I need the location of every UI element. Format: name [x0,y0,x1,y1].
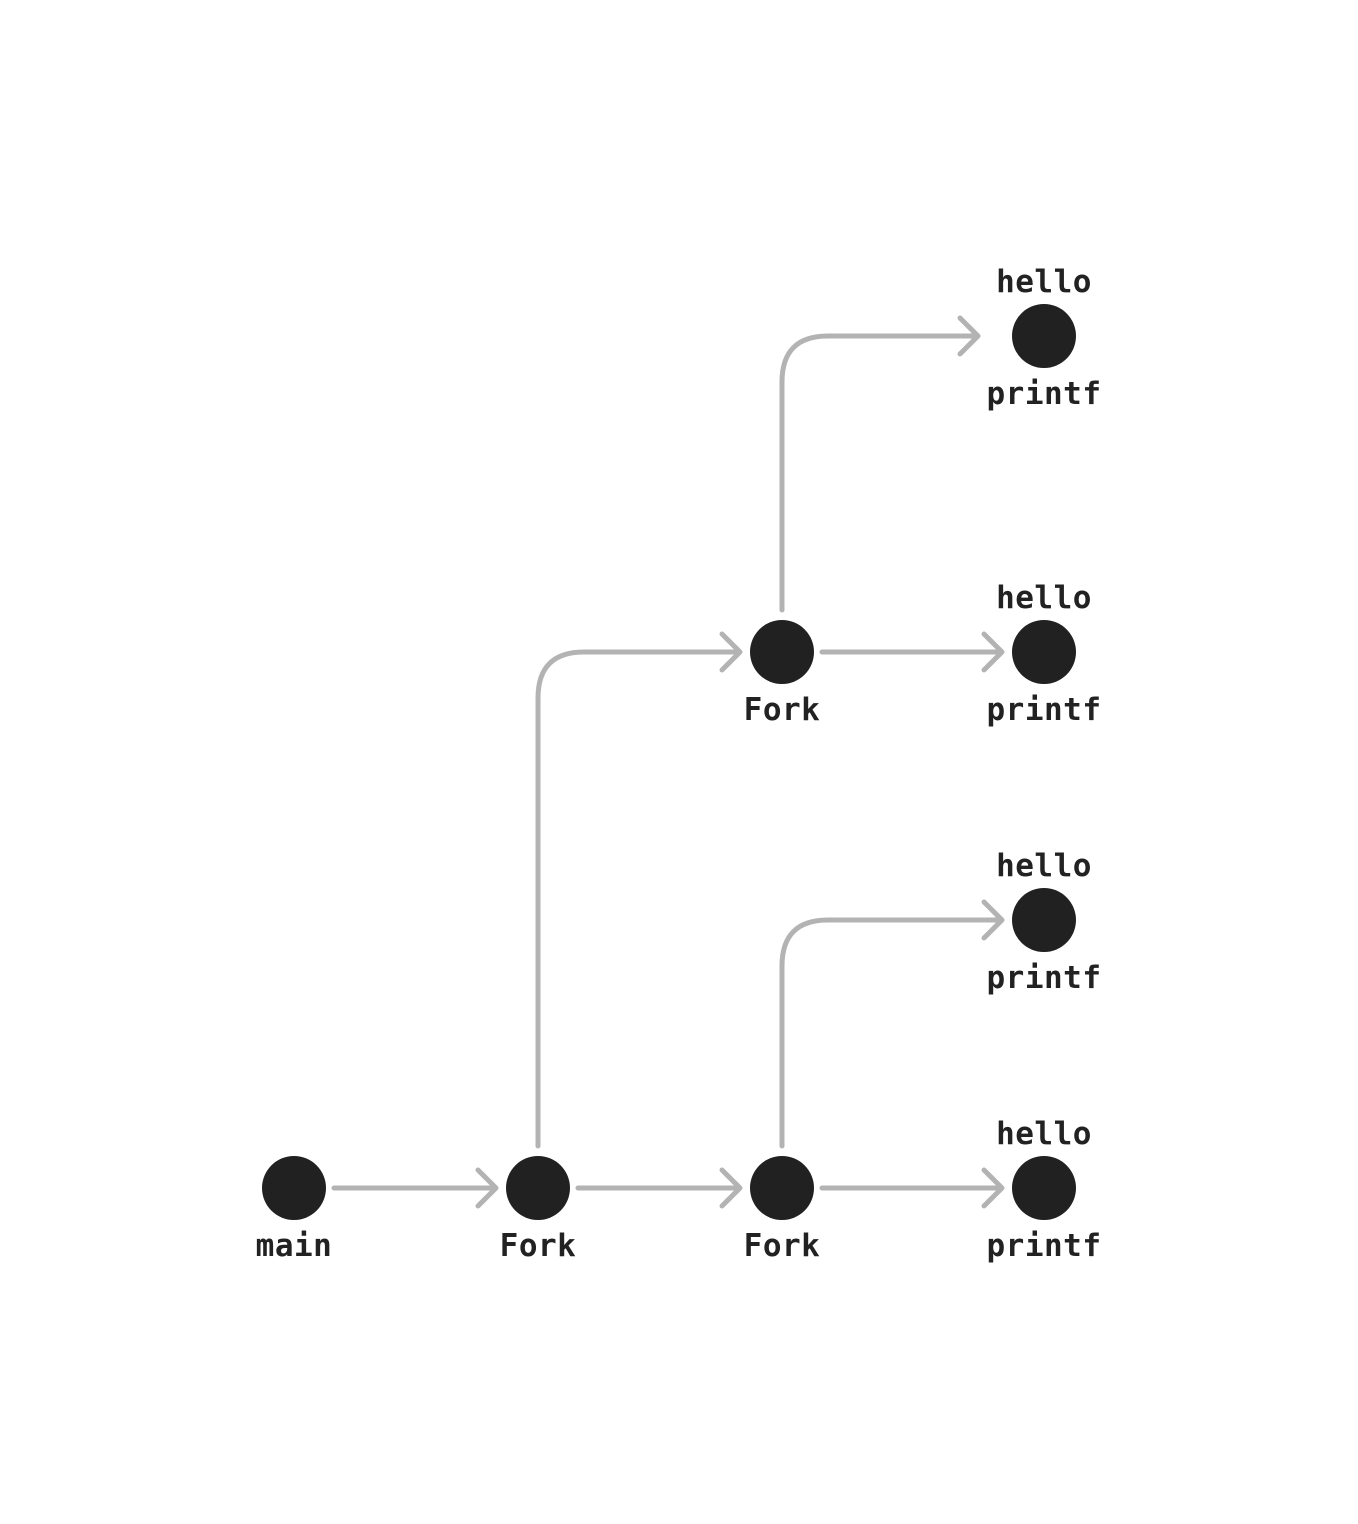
node-fork2 [750,1156,814,1220]
edge-fork1-to-fork2 [575,1167,743,1209]
node-label-main: main [256,1228,333,1264]
node-printf4 [1012,1156,1076,1220]
output-label-printf1: hello [996,264,1092,300]
node-printf3 [1012,888,1076,952]
node-fork3 [750,620,814,684]
node-fork1 [506,1156,570,1220]
output-label-printf3: hello [996,848,1092,884]
edge-fork3-to-printf2 [819,631,1005,673]
node-label-printf1: printf [987,376,1102,412]
edge-fork2-to-printf3 [779,899,1005,1149]
node-label-fork3: Fork [744,692,821,728]
edge-fork3-to-printf1 [779,315,981,613]
edge-fork1-to-fork3 [535,631,743,1149]
node-label-printf3: printf [987,960,1102,996]
node-label-fork1: Fork [500,1228,577,1264]
node-main [262,1156,326,1220]
node-label-printf2: printf [987,692,1102,728]
node-label-fork2: Fork [744,1228,821,1264]
node-printf1 [1012,304,1076,368]
node-printf2 [1012,620,1076,684]
edge-main-to-fork1 [331,1167,499,1209]
output-label-printf2: hello [996,580,1092,616]
output-label-printf4: hello [996,1116,1092,1152]
node-label-printf4: printf [987,1228,1102,1264]
edge-fork2-to-printf4 [819,1167,1005,1209]
